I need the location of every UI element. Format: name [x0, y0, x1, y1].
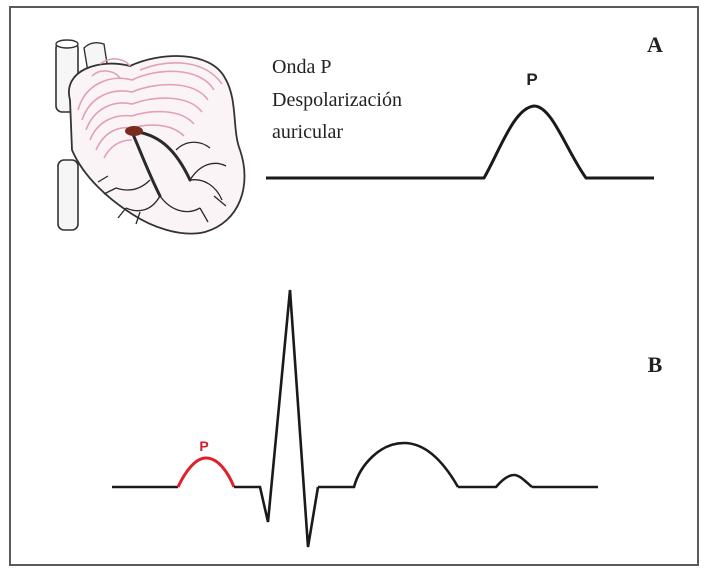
qrs-complex [234, 290, 318, 547]
t-wave [318, 443, 458, 487]
panel-b-ecg-trace [112, 290, 598, 547]
panel-a-caption-line3: auricular [272, 121, 343, 143]
heart-illustration-icon [56, 40, 245, 234]
panel-a-caption-line1: Onda P [272, 56, 331, 78]
panel-a-caption-line2: Despolarización [272, 89, 402, 111]
panel-a-letter: A [647, 32, 663, 57]
panel-b-p-label: P [199, 438, 208, 454]
u-wave [458, 475, 532, 487]
p-wave-highlight [178, 458, 234, 487]
panel-a-p-label: P [526, 70, 537, 89]
panel-b-letter: B [648, 352, 663, 377]
